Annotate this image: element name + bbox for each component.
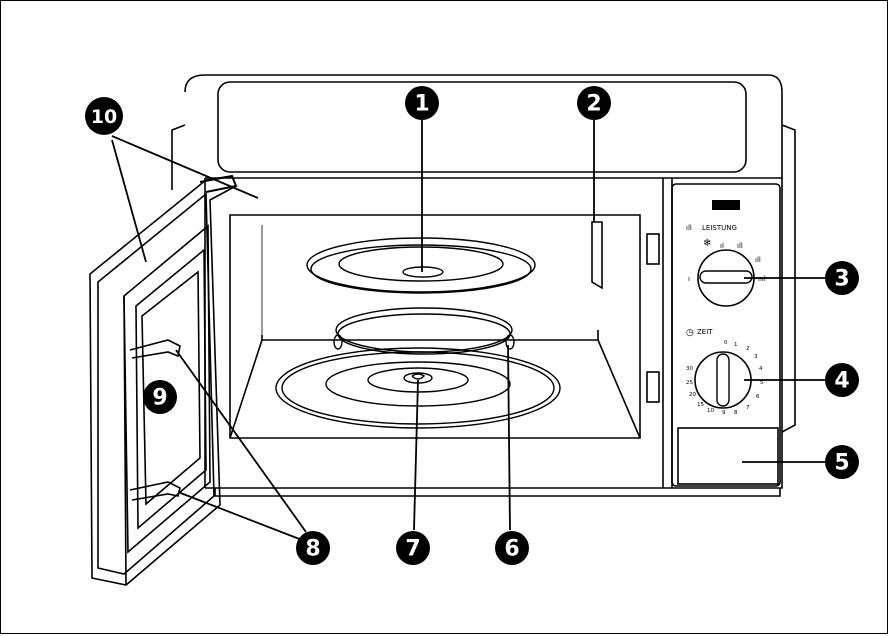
timer-mark-8: 8 bbox=[734, 410, 738, 416]
callout-8: 8 bbox=[296, 531, 330, 565]
callout-2: 2 bbox=[577, 86, 611, 120]
timer-mark-25: 25 bbox=[686, 380, 693, 386]
timer-scale: 0 1 2 3 4 5 6 7 8 9 10 15 20 25 30 bbox=[686, 340, 764, 416]
callout-1: 1 bbox=[405, 86, 439, 120]
callout-9: 9 bbox=[143, 380, 177, 414]
callout-4: 4 bbox=[825, 363, 859, 397]
timer-mark-6: 6 bbox=[756, 394, 760, 400]
callout-7-label: 7 bbox=[405, 537, 420, 562]
defrost-icon: ❄ bbox=[703, 238, 711, 249]
callout-4-label: 4 bbox=[834, 369, 849, 394]
power-mark-mid: ıll bbox=[737, 242, 743, 250]
callout-9-label: 9 bbox=[152, 386, 167, 411]
timer-mark-2: 2 bbox=[746, 346, 750, 352]
roller-ring bbox=[333, 307, 515, 355]
timer-mark-0: 0 bbox=[724, 340, 728, 346]
power-bars-icon: ıll bbox=[686, 224, 692, 232]
timer-mark-4: 4 bbox=[759, 366, 763, 372]
clock-icon: ◷ bbox=[686, 328, 694, 338]
power-mark-high: ıll bbox=[755, 256, 761, 264]
callout-6-label: 6 bbox=[504, 537, 519, 562]
callout-5-label: 5 bbox=[834, 451, 849, 476]
callout-3: 3 bbox=[825, 261, 859, 295]
power-mark-min: ı bbox=[688, 275, 690, 283]
timer-mark-5: 5 bbox=[760, 380, 764, 386]
timer-mark-30: 30 bbox=[686, 366, 693, 372]
callout-8-label: 8 bbox=[305, 537, 320, 562]
power-label: LEISTUNG bbox=[702, 224, 737, 232]
timer-mark-7: 7 bbox=[746, 405, 750, 411]
timer-mark-15: 15 bbox=[697, 402, 704, 408]
door-release-button[interactable] bbox=[677, 427, 779, 485]
glass-turntable bbox=[306, 237, 536, 294]
callout-10: 10 bbox=[85, 97, 123, 135]
timer-mark-9: 9 bbox=[722, 410, 726, 416]
timer-label: ZEIT bbox=[697, 328, 713, 336]
callout-7: 7 bbox=[396, 531, 430, 565]
power-mark-max: ıııl bbox=[758, 275, 766, 283]
callout-6: 6 bbox=[495, 531, 529, 565]
timer-mark-20: 20 bbox=[689, 392, 696, 398]
callout-10-label: 10 bbox=[91, 106, 117, 128]
display-logo bbox=[712, 200, 740, 210]
timer-mark-3: 3 bbox=[754, 354, 758, 360]
callout-5: 5 bbox=[825, 445, 859, 479]
control-panel: ıll LEISTUNG ❄ ıl ı ıll ıll ıııl ◷ ZEIT … bbox=[677, 200, 779, 485]
callout-2-label: 2 bbox=[586, 92, 601, 117]
leader-lines bbox=[111, 120, 826, 541]
callouts: 1 2 3 4 5 6 7 8 bbox=[85, 86, 859, 565]
callout-1-label: 1 bbox=[414, 92, 429, 117]
power-mark-low: ıl bbox=[720, 242, 724, 250]
timer-mark-1: 1 bbox=[734, 342, 738, 348]
callout-3-label: 3 bbox=[834, 267, 849, 292]
timer-mark-10: 10 bbox=[707, 408, 714, 414]
